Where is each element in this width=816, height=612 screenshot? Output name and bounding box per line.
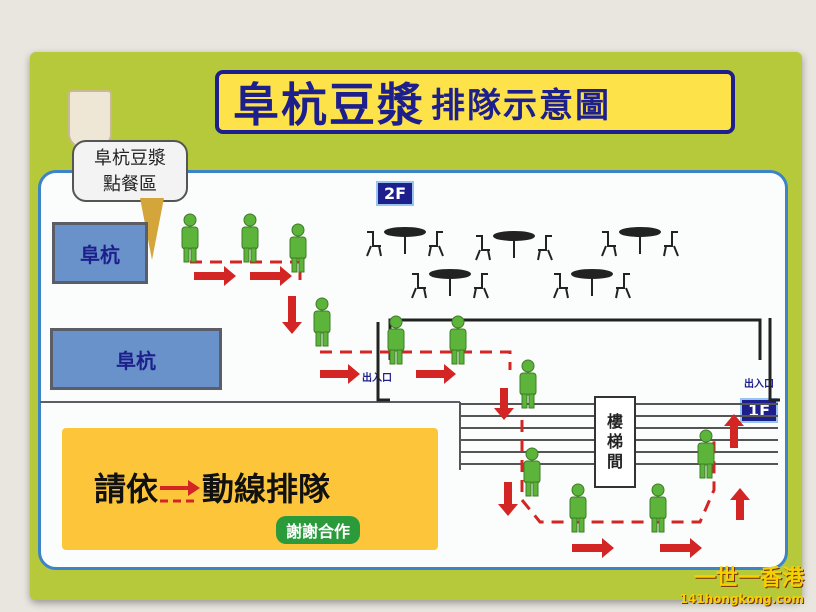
stairwell-label: 樓 梯 間	[594, 396, 636, 488]
floor-2f-label: 2F	[376, 181, 415, 206]
entrance-wall-left	[376, 322, 390, 402]
order-area-line2: 點餐區	[103, 174, 157, 195]
order-area-badge: 阜杭豆漿 點餐區	[72, 140, 188, 202]
order-area-line1: 阜杭豆漿	[94, 148, 166, 169]
watermark: 一世一香港 141hongkong.com	[680, 560, 804, 606]
watermark-name: 一世一香港	[693, 566, 804, 591]
poster-title: 阜杭豆漿 排隊示意圖	[215, 70, 735, 134]
arrow-icon	[160, 480, 201, 503]
title-sub: 排隊示意圖	[431, 85, 611, 126]
arrow-icon	[194, 266, 750, 558]
room-wall	[388, 318, 762, 360]
counter-lower: 阜杭	[50, 328, 222, 390]
title-main: 阜杭豆漿	[233, 78, 425, 132]
queue-notice: 請依動線排隊 謝謝合作	[62, 428, 438, 550]
counter-upper: 阜杭	[52, 222, 148, 284]
watermark-site: 141hongkong.com	[679, 592, 804, 606]
person-icon	[181, 213, 715, 533]
notice-text: 請依動線排隊	[94, 470, 331, 508]
thanks-badge: 謝謝合作	[276, 516, 361, 544]
counter-upper-label: 阜杭	[80, 242, 120, 267]
counter-lower-label: 阜杭	[116, 348, 156, 373]
entrance-wall-right	[768, 318, 780, 402]
entrance-label-right: 出入口	[744, 379, 774, 390]
table-icon	[366, 227, 679, 299]
